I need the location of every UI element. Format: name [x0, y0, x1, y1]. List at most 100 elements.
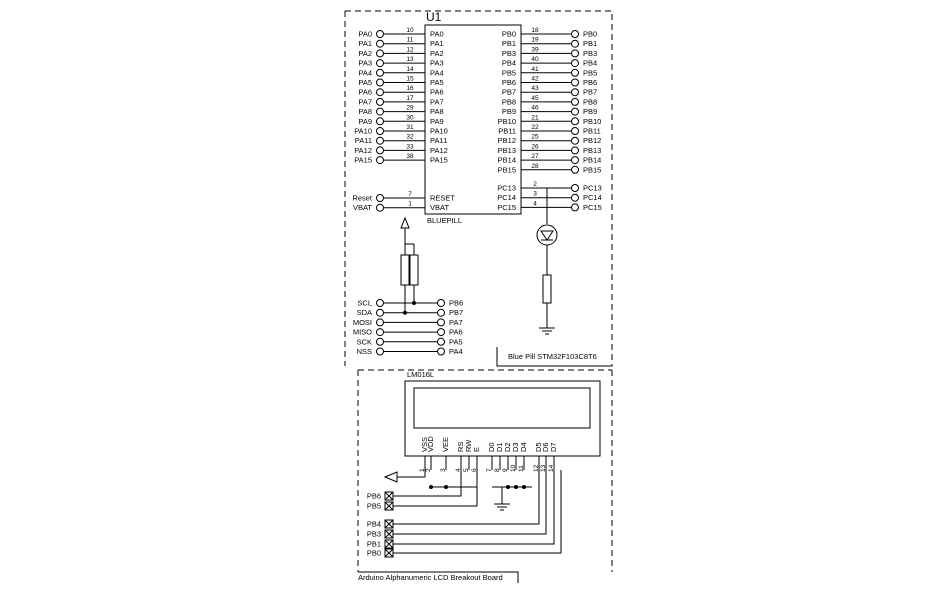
lcd-pin-name: D2: [503, 442, 512, 452]
lcd-pin-name: E: [472, 447, 481, 452]
link-right-label: PA4: [449, 347, 463, 356]
pin-number: 40: [531, 56, 539, 63]
pin-number: 32: [406, 134, 414, 141]
net-label: PB4: [583, 59, 597, 68]
net-label: PB15: [583, 165, 601, 174]
terminal-icon: [571, 78, 579, 87]
terminal-icon: [571, 127, 579, 135]
power-arrow-icon: [400, 216, 410, 229]
pin-label: PB1: [502, 39, 516, 48]
pin-number: 15: [406, 76, 414, 83]
pin-label: PB15: [498, 165, 516, 174]
pin-label: PA6: [430, 88, 444, 97]
pin-label: PC13: [497, 184, 516, 193]
terminal-icon: [571, 59, 579, 68]
pin-number: 26: [531, 143, 539, 150]
terminal-icon: [571, 156, 579, 165]
terminal-icon: [571, 193, 579, 202]
pin-label: PB14: [498, 156, 516, 165]
pin-label: PA0: [430, 30, 444, 39]
pin-label: PA5: [430, 78, 444, 87]
chip-body: [424, 24, 522, 215]
terminal-icon: [376, 203, 384, 212]
terminal-icon: [376, 30, 384, 38]
terminal-icon: [571, 49, 579, 58]
pin-number: 19: [531, 37, 539, 44]
link-left-label: MISO: [353, 328, 372, 337]
net-label: PB1: [583, 39, 597, 48]
pin-label: PB5: [502, 68, 516, 77]
lcd-pin-number: 14: [548, 464, 555, 472]
terminal-icon: [376, 39, 384, 48]
lcd-pin-number: 6: [471, 468, 478, 472]
net-label: VBAT: [353, 203, 372, 212]
pin-label: RESET: [430, 194, 455, 203]
link-left-label: MOSI: [353, 318, 372, 327]
net-label: PA0: [358, 30, 372, 39]
net-label: PB8: [583, 97, 597, 106]
lcd-pin-d1: D18: [494, 442, 504, 472]
lcd-pin-rw: RW5: [463, 439, 473, 472]
terminal-icon: [376, 194, 384, 202]
net-label: PB6: [583, 78, 597, 87]
terminal-icon: [437, 299, 445, 307]
pin-number: 29: [406, 105, 414, 112]
pin-number: 3: [533, 191, 537, 198]
link-right-label: PA6: [449, 328, 463, 337]
pin-number: 39: [531, 46, 539, 53]
net-label: PB14: [583, 156, 601, 165]
lcd-pin-e: E6: [471, 447, 481, 472]
pin-label: PA1: [430, 39, 444, 48]
pin-number: 11: [407, 37, 414, 44]
pin-label: PA12: [430, 146, 448, 155]
connector-pb3: PB3: [367, 529, 394, 539]
lcd-pin-number: 11: [518, 465, 525, 472]
connector-label: PB0: [367, 549, 381, 558]
pin-number: 2: [533, 181, 537, 188]
terminal-icon: [376, 156, 384, 165]
lcd-pin-name: D7: [549, 442, 558, 452]
lcd-screen: [413, 387, 591, 429]
pin-label: VBAT: [430, 203, 449, 212]
terminal-icon: [376, 97, 384, 106]
lcd-pin-vee: VEE 3: [440, 437, 450, 472]
pin-label: PB3: [502, 49, 516, 58]
lcd-pin-name: VEE: [441, 437, 450, 452]
link-miso: MISO PA6: [353, 328, 463, 337]
connector-pb4: PB4: [367, 519, 394, 529]
pin-number: 1: [408, 201, 412, 208]
net-label: PC13: [583, 184, 602, 193]
net-label: PA6: [358, 88, 372, 97]
terminal-icon: [571, 184, 579, 192]
lcd-pin-d2: D29: [502, 442, 512, 472]
lcd-pin-number: 3: [440, 468, 447, 472]
pin-number: 4: [533, 200, 537, 207]
chip-pin-vbat: VBAT 1 VBAT: [353, 201, 449, 213]
pin-number: 27: [531, 153, 539, 160]
lcd-pin-name: D5: [534, 442, 543, 452]
led-circuit: [536, 188, 558, 335]
connector-pb6: PB6: [367, 491, 394, 501]
terminal-icon: [376, 347, 384, 356]
pin-number: 13: [406, 56, 414, 63]
terminal-icon: [376, 146, 384, 155]
connector-label: PB1: [367, 540, 381, 549]
connector-label: PB5: [367, 502, 381, 511]
pin-label: PB10: [498, 117, 516, 126]
connector-label: PB3: [367, 530, 381, 539]
